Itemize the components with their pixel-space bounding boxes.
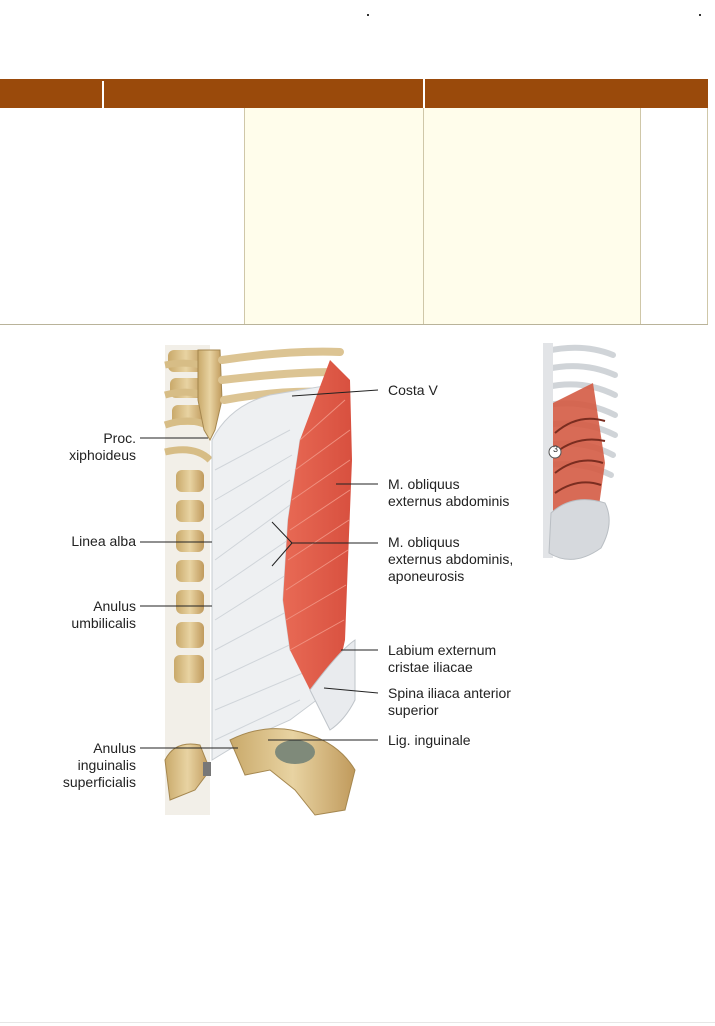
iliac-crest [309, 639, 356, 731]
label-anulus-inguinalis: Anulus inguinalis superficialis [62, 740, 136, 790]
label-m-obliquus-aponeurosis: M. obliquus externus abdominis, aponeuro… [388, 534, 514, 584]
table-cell [0, 108, 245, 324]
external-oblique-muscle [283, 360, 352, 690]
label-anulus-umbilicalis: Anulus umbilicalis [71, 598, 136, 631]
inset-rib-illustration [543, 343, 619, 573]
leader-lines-right [268, 389, 379, 741]
leader-lines-left [140, 437, 238, 749]
table-cell [424, 108, 641, 324]
label-labium-externum: Labium externum cristae iliacae [388, 642, 497, 675]
label-costa-v: Costa V [388, 382, 438, 398]
muscle-table [0, 79, 708, 327]
label-lig-inguinale: Lig. inguinale [388, 732, 471, 748]
aponeurosis-fibres [214, 429, 311, 741]
page-bottom-rule [0, 1022, 715, 1023]
table-header [0, 79, 708, 108]
inset-badge: 3 [552, 444, 558, 454]
table-cell [245, 108, 424, 324]
muscle-fibres [285, 399, 351, 651]
header-separator [423, 79, 425, 108]
abdominal-wall-illustration [140, 345, 379, 816]
table-row-border [0, 324, 708, 325]
artifact-dot [699, 14, 701, 16]
label-spina-iliaca: Spina iliaca anterior superior [388, 685, 511, 718]
label-linea-alba: Linea alba [71, 533, 136, 549]
artifact-dot [367, 14, 369, 16]
label-m-obliquus: M. obliquus externus abdominis [388, 476, 510, 509]
pelvis [164, 728, 356, 816]
label-proc-xiphoideus: Proc. xiphoideus [69, 430, 136, 463]
table-cell [641, 108, 708, 324]
header-separator [102, 81, 104, 108]
